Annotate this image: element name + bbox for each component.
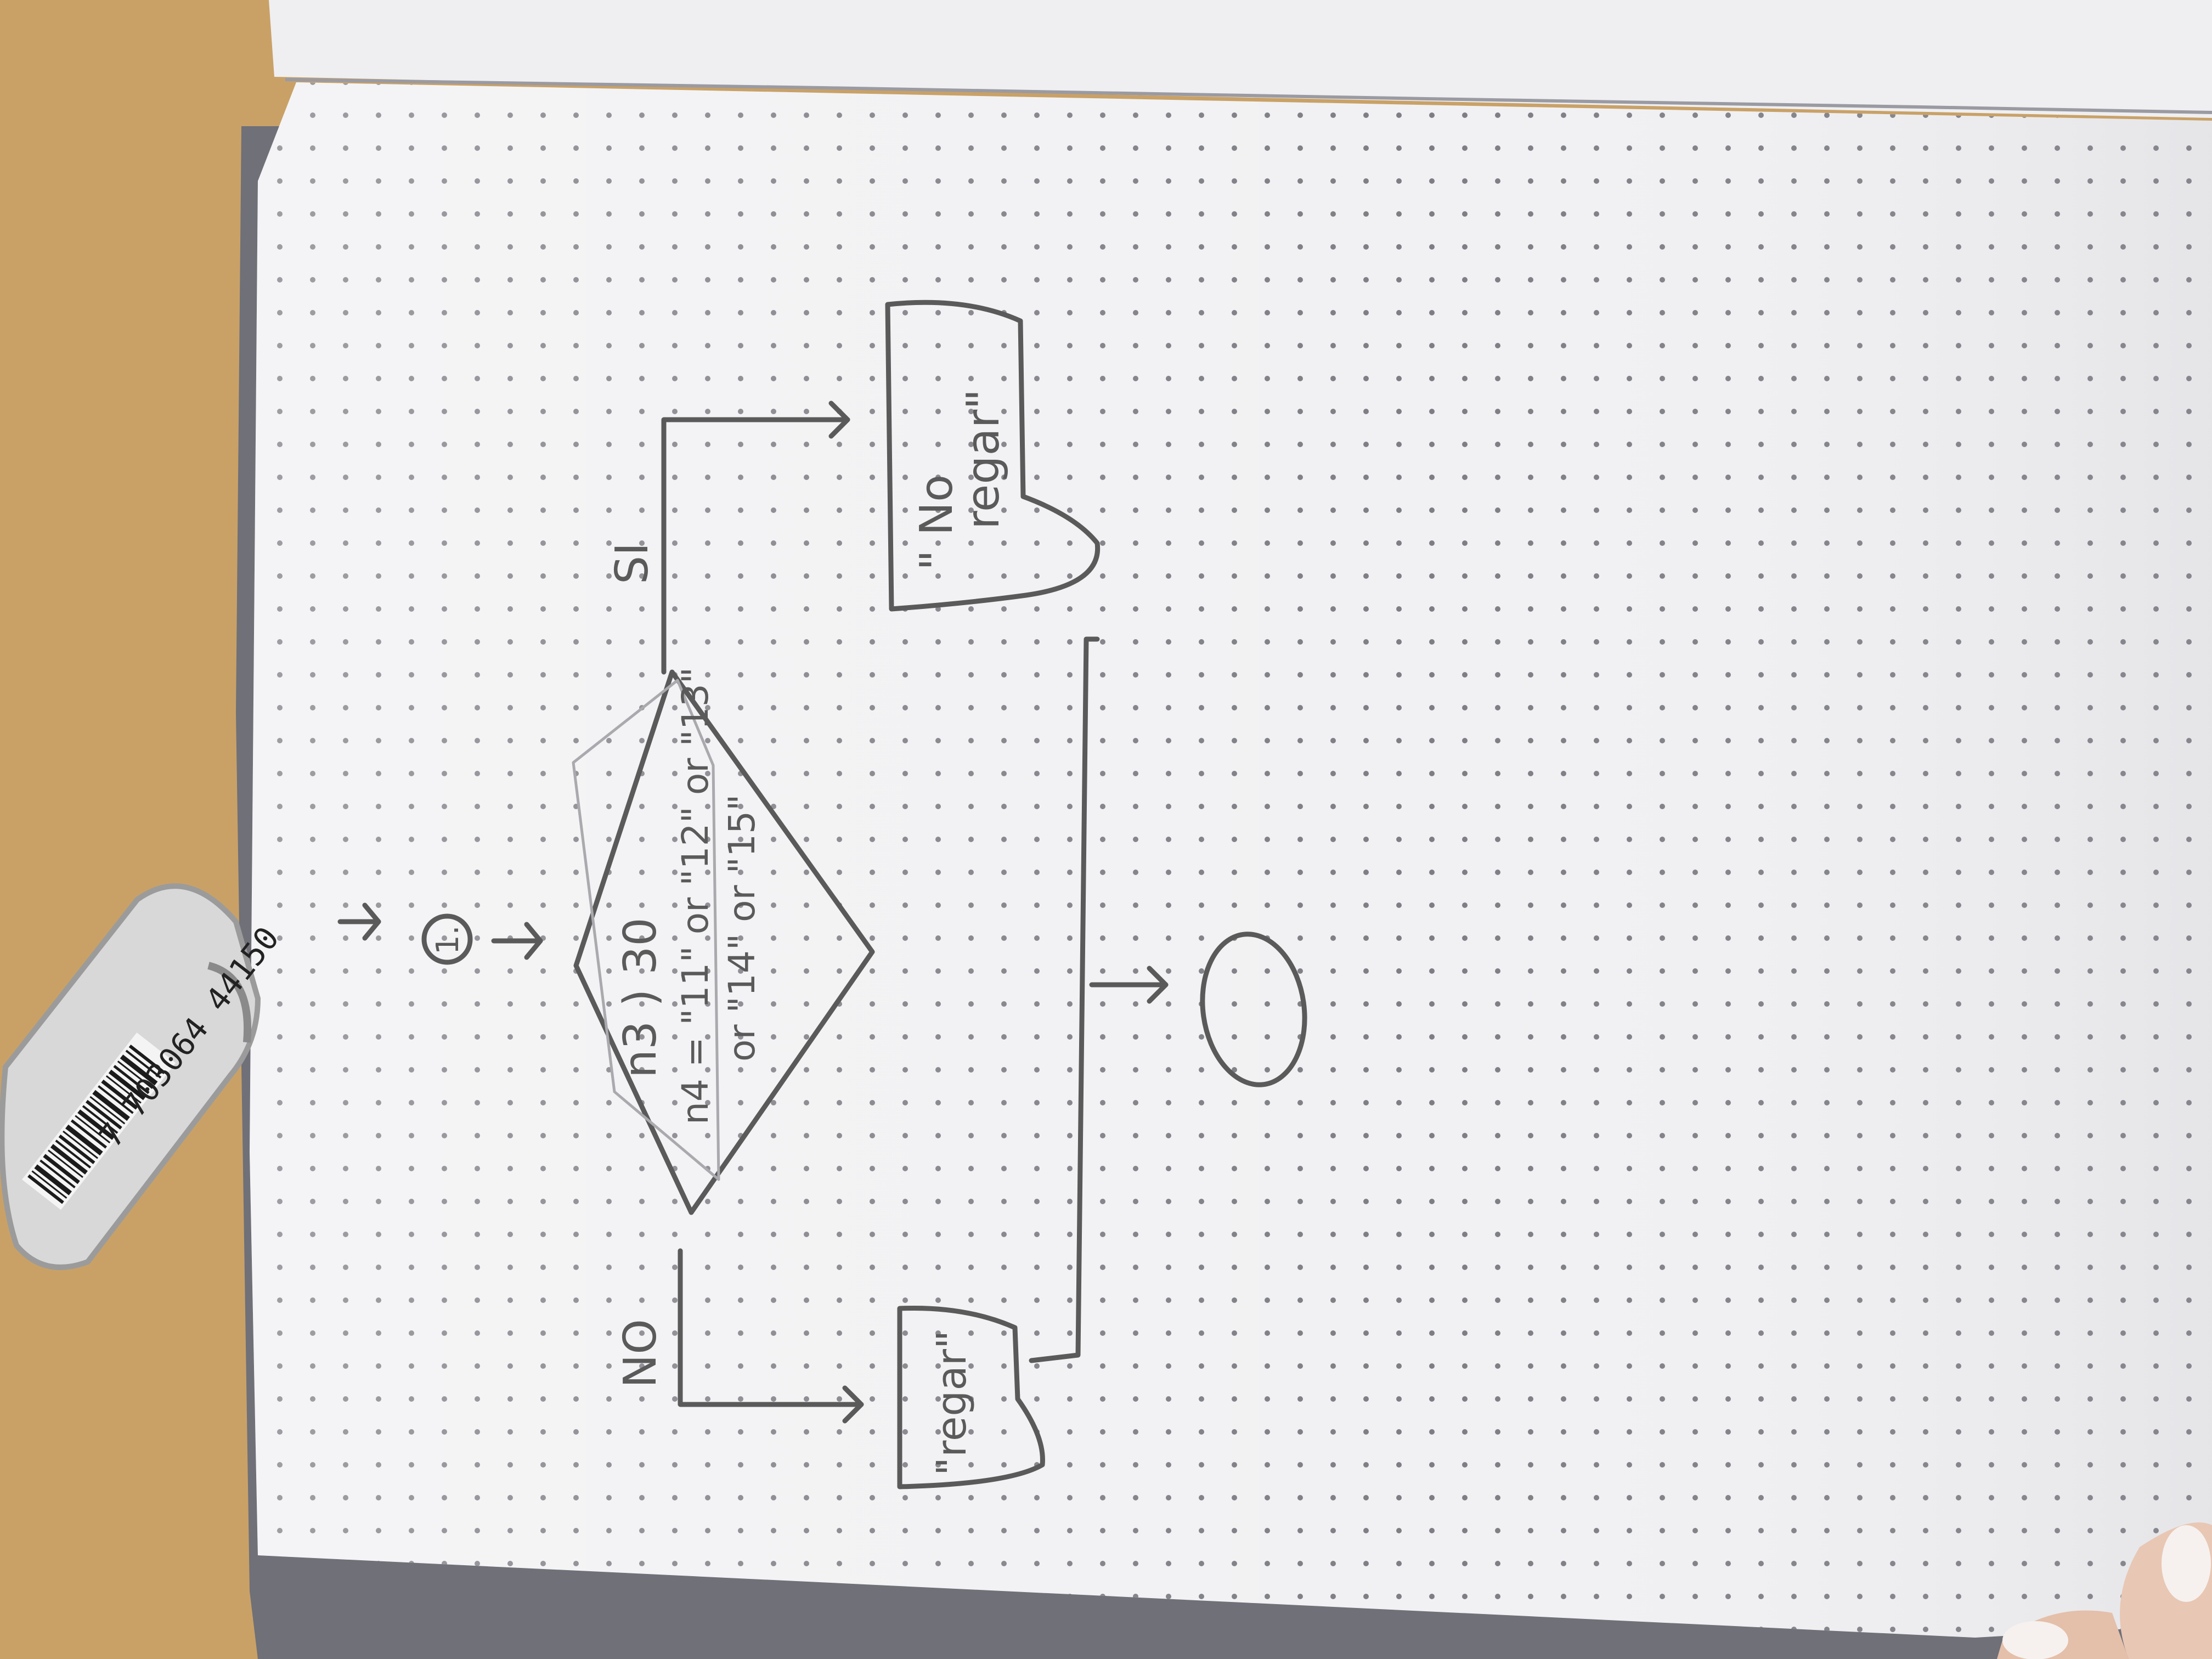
yes-branch-label: SI [606,543,658,584]
step-number: 1. [430,926,466,955]
no-branch-label: NO [614,1319,667,1388]
output-yes-shape [885,300,1101,612]
decision-line-3: or "14" or "15" [721,794,763,1062]
flowchart [337,300,1307,1489]
merge-line [1029,636,1169,1363]
no-branch-line [678,1248,864,1424]
output-no-shape [897,1305,1045,1489]
decision-diamond-sketch [572,679,720,1181]
yes-branch-line [661,400,850,675]
output-yes-line-2: regar" [957,389,1009,529]
end-terminal [1200,932,1307,1087]
barcode [22,1032,176,1210]
decision-line-2: n4 = "11" or "12" or "13" [674,667,716,1125]
output-no-text: "regar" [928,1330,975,1476]
spiral-binding-line [285,78,2212,114]
eraser: 7 703064 44150 [0,883,286,1270]
output-yes-line-1: " No [911,475,963,571]
previous-page-strip [269,0,2212,118]
fingers [1997,1522,2212,1659]
entry-arrow-icon [491,922,543,960]
page-lighting [250,82,2212,1638]
entry-arrow-icon [337,902,381,941]
decision-line-1: n3 ) 30 [614,917,667,1078]
flowchart-text: 1. n3 ) 30 n4 = "11" or "12" or "13" or … [430,389,1009,1476]
decision-diamond [573,669,875,1215]
step-number-circle [421,913,473,965]
